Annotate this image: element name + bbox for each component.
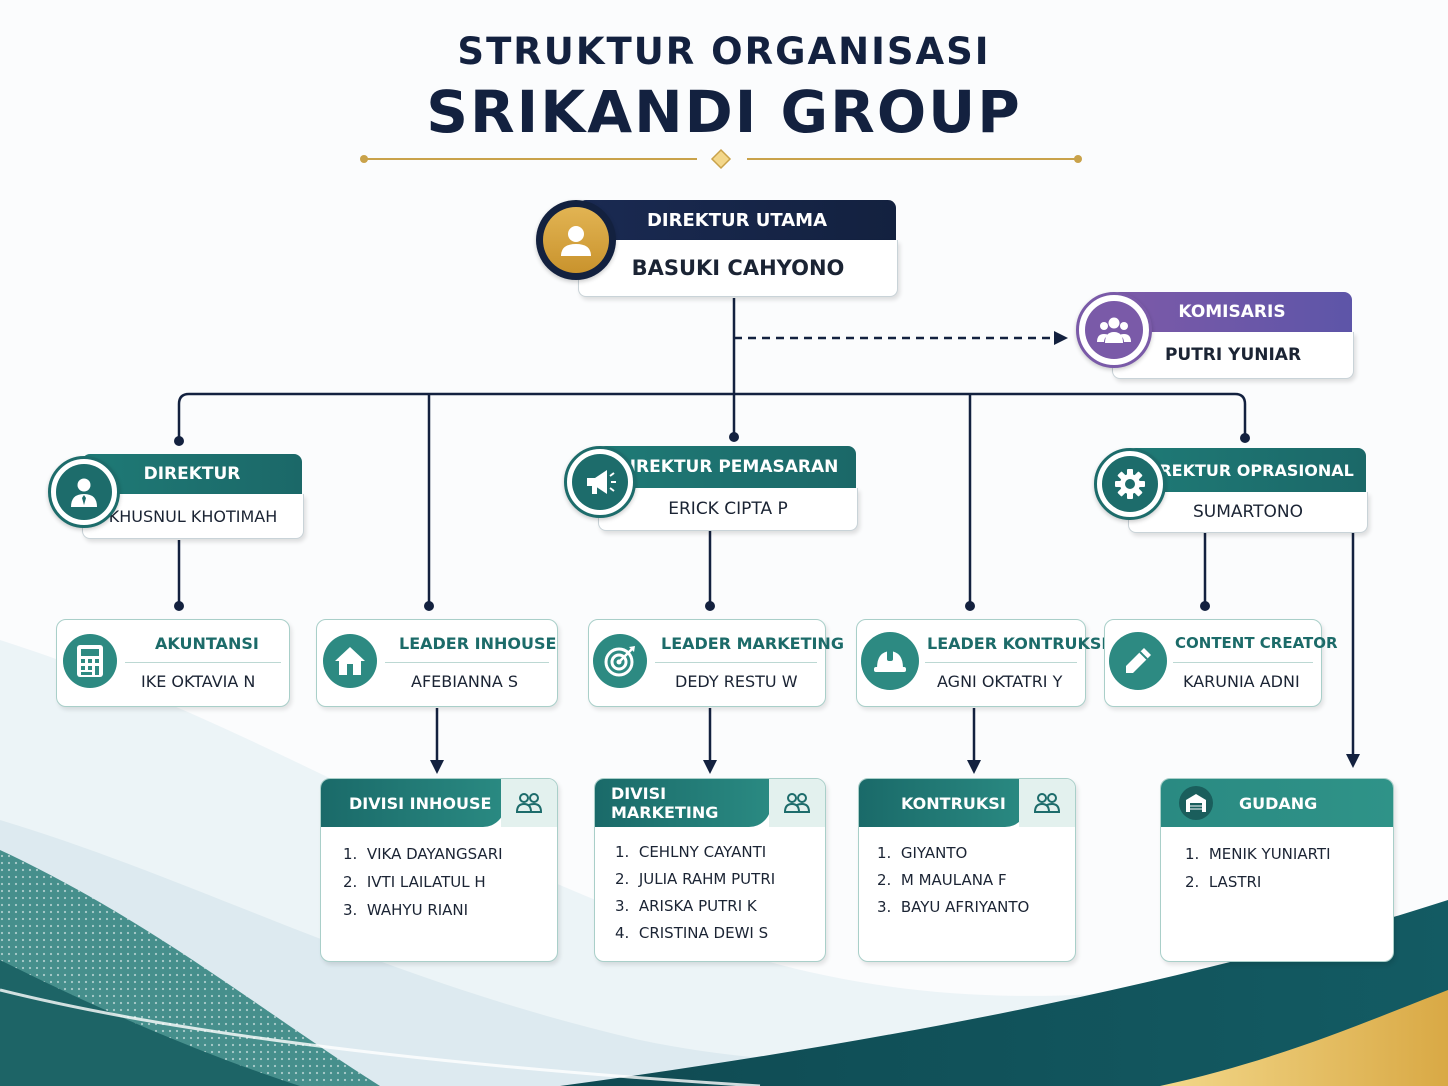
gear-badge — [1094, 448, 1166, 520]
division-icon-box — [501, 779, 557, 827]
division-title: DIVISI MARKETING — [595, 779, 771, 827]
card-direktur-oprasional[interactable]: DIREKTUR OPRASIONAL SUMARTONO — [1094, 448, 1370, 536]
leader-divider — [1173, 662, 1313, 663]
card-name: BASUKI CAHYONO — [578, 240, 898, 297]
leader-role: LEADER KONTRUKSI — [927, 634, 1108, 653]
card-role: DIREKTUR UTAMA — [578, 200, 896, 240]
card-direktur[interactable]: DIREKTUR KHUSNUL KHOTIMAH — [48, 454, 306, 542]
leader-role: AKUNTANSI — [155, 634, 259, 653]
user-badge — [536, 200, 616, 280]
leader-role: CONTENT CREATOR — [1175, 634, 1338, 652]
leader-content-creator[interactable]: CONTENT CREATOR KARUNIA ADNI — [1104, 619, 1338, 707]
gear-icon — [1115, 469, 1145, 499]
division-title: DIVISI INHOUSE — [321, 779, 505, 827]
leader-divider — [655, 662, 817, 663]
card-direktur-utama[interactable]: DIREKTUR UTAMA BASUKI CAHYONO — [536, 198, 900, 300]
card-name: SUMARTONO — [1128, 492, 1368, 533]
megaphone-badge — [564, 446, 636, 518]
megaphone-icon — [587, 470, 616, 494]
leader-name: DEDY RESTU W — [675, 672, 798, 691]
page-title-line1: STRUKTUR ORGANISASI — [457, 30, 991, 73]
leader-badge — [63, 634, 117, 688]
group-icon — [1097, 317, 1131, 343]
leader-divider — [385, 662, 549, 663]
leader-role: LEADER MARKETING — [661, 634, 844, 653]
division-title: GUDANG — [1161, 779, 1393, 827]
businessman-icon — [71, 478, 97, 507]
leader-divider — [925, 662, 1077, 663]
division-member-list: 1. CEHLNY CAYANTI 2. JULIA RAHM PUTRI 3.… — [615, 839, 775, 947]
businessman-badge — [48, 456, 120, 528]
leader-badge — [861, 632, 919, 690]
people-icon — [783, 793, 811, 813]
list-item: 1. MENIK YUNIARTI — [1185, 845, 1331, 863]
division-member-list: 1. GIYANTO 2. M MAULANA F 3. BAYU AFRIYA… — [877, 840, 1029, 921]
leader-marketing[interactable]: LEADER MARKETING DEDY RESTU W — [588, 619, 844, 707]
people-icon — [515, 793, 543, 813]
pencil-icon — [1126, 648, 1151, 673]
leader-name: AFEBIANNA S — [411, 672, 519, 691]
house-icon — [335, 647, 365, 675]
card-role: KOMISARIS — [1112, 292, 1352, 332]
list-item: 3. BAYU AFRIYANTO — [877, 898, 1030, 916]
division-member-list: 1. VIKA DAYANGSARI 2. IVTI LAILATUL H 3.… — [343, 840, 503, 924]
division-inhouse[interactable]: DIVISI INHOUSE 1. VIKA DAYANGSARI 2. IVT… — [320, 778, 558, 962]
card-role: DIREKTUR PEMASARAN — [598, 446, 856, 488]
warehouse-icon — [1186, 794, 1206, 812]
list-item: 2. IVTI LAILATUL H — [343, 873, 486, 891]
page-title-line2: SRIKANDI GROUP — [426, 78, 1022, 146]
list-item: 4. CRISTINA DEWI S — [615, 924, 769, 942]
division-kontruksi[interactable]: KONTRUKSI 1. GIYANTO 2. M MAULANA F 3. B… — [858, 778, 1076, 962]
list-item: 1. GIYANTO — [877, 844, 968, 862]
card-name: KHUSNUL KHOTIMAH — [82, 494, 304, 539]
leader-kontruksi[interactable]: LEADER KONTRUKSI AGNI OKTATRI Y — [856, 619, 1107, 707]
people-icon — [1033, 793, 1061, 813]
division-icon-box — [1019, 779, 1075, 827]
title-divider — [360, 148, 1082, 170]
division-icon-box — [769, 779, 825, 827]
leader-name: IKE OKTAVIA N — [141, 672, 256, 691]
list-item: 1. CEHLNY CAYANTI — [615, 843, 767, 861]
card-role: DIREKTUR OPRASIONAL — [1128, 448, 1366, 492]
list-item: 3. ARISKA PUTRI K — [615, 897, 757, 915]
division-gudang[interactable]: GUDANG 1. MENIK YUNIARTI 2. LASTRI — [1160, 778, 1394, 962]
target-icon — [604, 646, 635, 677]
list-item: 2. JULIA RAHM PUTRI — [615, 870, 776, 888]
division-title: KONTRUKSI — [859, 779, 1027, 827]
list-item: 3. WAHYU RIANI — [343, 901, 469, 919]
card-komisaris[interactable]: KOMISARIS PUTRI YUNIAR — [1076, 290, 1356, 382]
leader-badge — [323, 634, 377, 688]
division-member-list: 1. MENIK YUNIARTI 2. LASTRI — [1185, 840, 1331, 896]
division-marketing[interactable]: DIVISI MARKETING 1. CEHLNY CAYANTI 2. JU… — [594, 778, 826, 962]
leader-badge — [593, 634, 647, 688]
helmet-icon — [874, 649, 906, 672]
warehouse-badge — [1179, 786, 1213, 820]
list-item: 2. LASTRI — [1185, 873, 1262, 891]
leader-divider — [125, 662, 281, 663]
list-item: 1. VIKA DAYANGSARI — [343, 845, 503, 863]
user-icon — [561, 226, 591, 256]
leader-name: AGNI OKTATRI Y — [937, 672, 1063, 691]
leader-inhouse[interactable]: LEADER INHOUSE AFEBIANNA S — [316, 619, 558, 707]
card-name: ERICK CIPTA P — [598, 488, 858, 531]
leader-badge — [1109, 632, 1167, 690]
group-badge — [1076, 292, 1152, 368]
leader-name: KARUNIA ADNI — [1183, 672, 1300, 691]
card-name: PUTRI YUNIAR — [1112, 332, 1354, 379]
calculator-icon — [77, 645, 103, 677]
card-direktur-pemasaran[interactable]: DIREKTUR PEMASARAN ERICK CIPTA P — [564, 446, 860, 534]
division-title-text: GUDANG — [1239, 793, 1318, 813]
leader-akuntansi[interactable]: AKUNTANSI IKE OKTAVIA N — [56, 619, 290, 707]
list-item: 2. M MAULANA F — [877, 871, 1007, 889]
leader-role: LEADER INHOUSE — [399, 634, 557, 653]
